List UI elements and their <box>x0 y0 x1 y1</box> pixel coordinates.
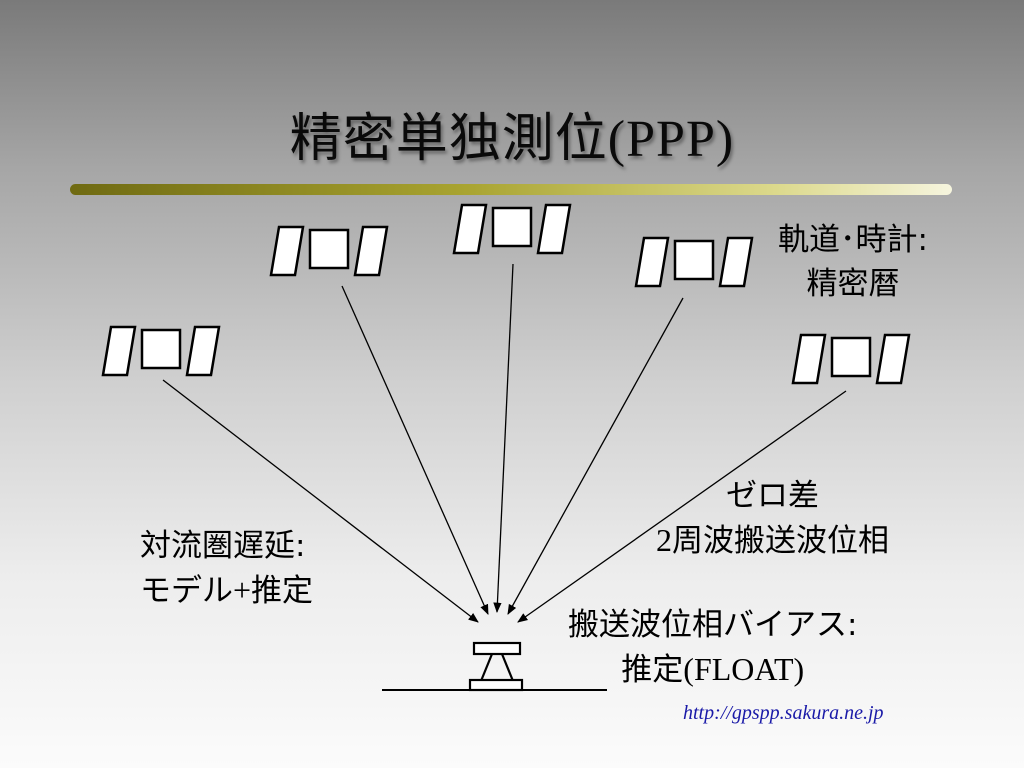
slide-title: 精密単独測位(PPP) <box>0 96 1024 171</box>
label-phase-bias: 搬送波位相バイアス: 推定(FLOAT) <box>568 603 857 692</box>
signal-path-left <box>162 379 479 623</box>
label-bias-float: (FLOAT) <box>683 651 805 687</box>
title-divider <box>70 184 952 195</box>
label-tropo-delay: 対流圏遅延: モデル+推定 <box>140 524 313 613</box>
label-orbit-line1: 軌道･時計: <box>778 222 928 258</box>
label-bias-line1: 搬送波位相バイアス: <box>568 607 858 643</box>
label-zero-diff-num: 2 <box>656 522 672 558</box>
signal-path-right <box>517 390 847 623</box>
signal-path-top <box>493 263 514 614</box>
signal-path-upper-left <box>341 285 489 615</box>
label-bias-line2: 推定(FLOAT) <box>568 647 857 692</box>
label-orbit-line2: 精密暦 <box>806 266 900 302</box>
label-tropo-line2: モデル+推定 <box>140 568 313 613</box>
label-bias-estimate: 推定 <box>621 652 684 688</box>
receiver-antenna-icon <box>468 641 524 692</box>
label-zero-diff-rest: 周波搬送波位相 <box>672 523 889 559</box>
label-tropo-model: モデル <box>140 573 233 609</box>
title-latin: (PPP) <box>607 111 735 168</box>
satellite-icon-left <box>101 325 221 377</box>
label-tropo-estimate: 推定 <box>251 573 314 609</box>
footer-url-link[interactable]: http://gpspp.sakura.ne.jp <box>683 702 884 724</box>
satellite-icon-upper-right <box>634 236 754 288</box>
satellite-icon-right <box>791 333 911 385</box>
title-jp: 精密単独測位 <box>289 109 608 169</box>
signal-path-upper-right <box>507 297 684 615</box>
label-zero-diff-line1: ゼロ差 <box>726 478 819 514</box>
label-zero-diff-line2: 2周波搬送波位相 <box>656 518 889 563</box>
satellite-icon-top <box>452 203 572 255</box>
label-tropo-line1: 対流圏遅延: <box>140 528 306 564</box>
label-zero-difference: ゼロ差 2周波搬送波位相 <box>656 474 889 563</box>
satellite-icon-upper-left <box>269 225 389 277</box>
label-orbit-clock: 軌道･時計: 精密暦 <box>778 218 928 306</box>
label-tropo-plus: + <box>233 572 252 608</box>
